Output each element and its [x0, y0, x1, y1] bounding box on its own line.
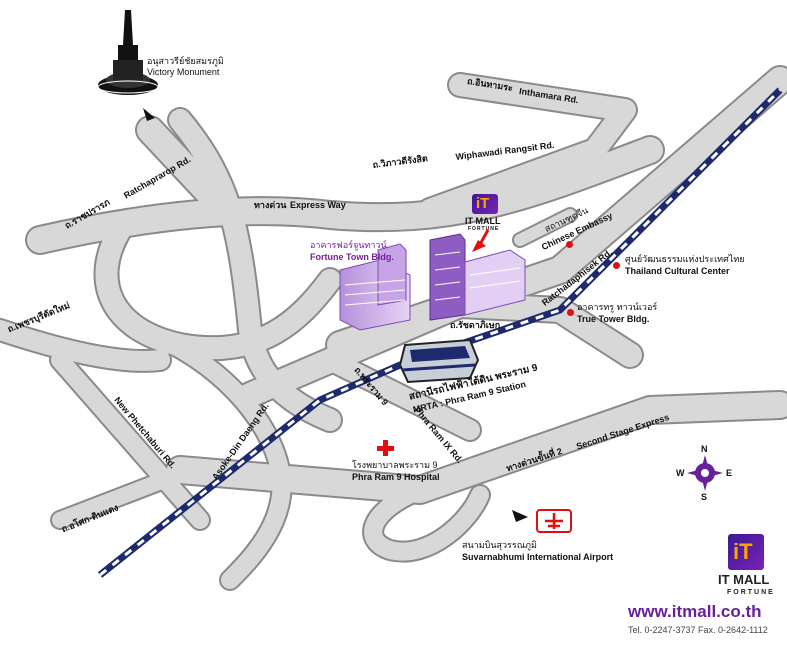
mrt-train-icon: [398, 338, 480, 384]
chinese-embassy-marker: [566, 241, 573, 248]
compass-north: N: [701, 444, 708, 454]
cultural-center-label-th: ศูนย์วัฒนธรรมแห่งประเทศไทย: [625, 254, 745, 264]
cultural-center-marker: [613, 262, 620, 269]
road-label-expressway-en: Express Way: [290, 200, 346, 210]
victory-monument-label-en: Victory Monument: [147, 67, 220, 77]
website-link[interactable]: www.itmall.co.th: [628, 602, 762, 621]
compass-icon: [687, 455, 723, 491]
airport-label-th: สนามบินสุวรรณภูมิ: [462, 540, 537, 550]
direction-arrow-icon: [143, 108, 155, 121]
compass-west: W: [676, 468, 685, 478]
airport-icon: [536, 509, 572, 533]
road-label-expressway-th: ทางด่วน: [254, 200, 287, 210]
airport-label-en: Suvarnabhumi International Airport: [462, 552, 614, 562]
cultural-center-label-en: Thailand Cultural Center: [625, 266, 730, 276]
it-logo-mark-large: iT: [733, 539, 753, 564]
road-label-ratchadaphisek-th: ถ.รัชดาภิเษก: [450, 320, 501, 330]
fortune-town-label-en: Fortune Town Bldg.: [310, 252, 394, 262]
it-mall-logo-sub: FORTUNE: [727, 589, 775, 596]
true-tower-label-th: อาคารทรู ทาวน์เวอร์: [577, 302, 658, 312]
true-tower-marker: [567, 309, 574, 316]
hospital-cross-icon: [377, 440, 394, 456]
fortune-town-building: [339, 233, 526, 331]
it-mall-logo-small-sub: FORTUNE: [468, 226, 500, 232]
compass-east: E: [726, 468, 733, 478]
true-tower-label-en: True Tower Bldg.: [577, 314, 650, 324]
it-mall-logo-title: IT MALL: [718, 572, 770, 587]
it-mall-logo-small-title: IT MALL: [465, 216, 501, 226]
it-logo-mark: iT: [476, 195, 490, 212]
hospital-label-en: Phra Ram 9 Hospital: [352, 472, 440, 482]
contact-info: Tel. 0-2247-3737 Fax. 0-2642-1112: [628, 625, 768, 635]
fortune-town-label-th: อาคารฟอร์จูนทาวน์: [310, 240, 387, 250]
location-pointer-icon: [472, 229, 490, 252]
victory-monument-icon: [97, 10, 159, 95]
victory-monument-label-th: อนุสาวรีย์ชัยสมรภูมิ: [147, 56, 224, 66]
direction-arrow-icon: [512, 510, 528, 522]
it-mall-logo: iT: [728, 534, 764, 570]
it-mall-logo-small: iT: [472, 194, 498, 214]
compass-south: S: [701, 492, 708, 502]
hospital-label-th: โรงพยาบาลพระราม 9: [352, 460, 438, 470]
